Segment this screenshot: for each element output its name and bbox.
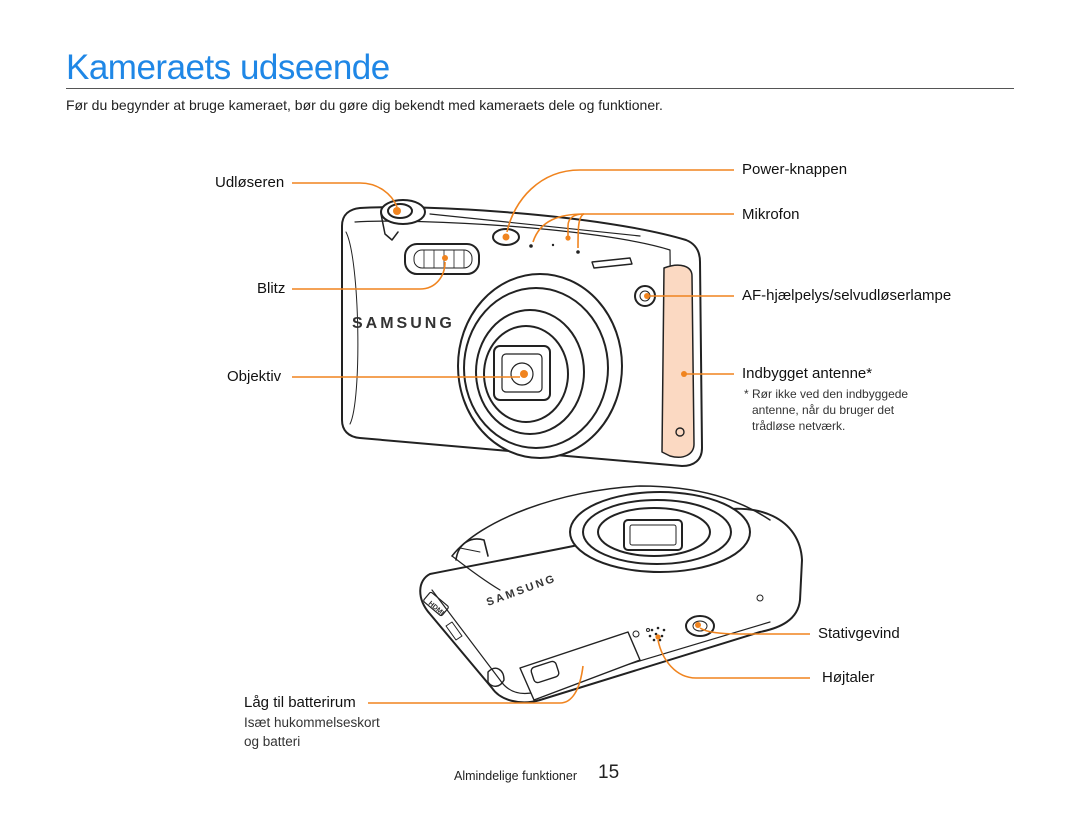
callout-power bbox=[506, 169, 734, 233]
callout-lines bbox=[292, 169, 810, 704]
antenna-note-line-1: * Rør ikke ved den indbyggede bbox=[744, 387, 909, 401]
battery-note-line-2: og batteri bbox=[244, 734, 301, 749]
label-power: Power-knappen bbox=[742, 161, 848, 178]
footer-section: Almindelige funktioner bbox=[454, 769, 577, 783]
battery-note: Isæt hukommelseskort og batteri bbox=[244, 713, 380, 751]
label-shutter: Udløseren bbox=[215, 174, 285, 191]
callout-dots bbox=[565, 235, 687, 377]
speaker-grille bbox=[648, 626, 666, 642]
front-camera bbox=[341, 199, 703, 467]
antenna-note-line-2: antenne, når du bruger det bbox=[752, 403, 895, 417]
battery-note-line-1: Isæt hukommelseskort bbox=[244, 715, 380, 730]
label-tripod: Stativgevind bbox=[818, 625, 900, 642]
label-lens: Objektiv bbox=[227, 368, 282, 385]
label-speaker: Højtaler bbox=[822, 669, 875, 686]
callout-shutter bbox=[292, 182, 398, 208]
bottom-camera bbox=[419, 485, 803, 704]
callout-battery bbox=[368, 665, 584, 704]
callout-tripod bbox=[699, 627, 810, 635]
label-microphone: Mikrofon bbox=[742, 206, 800, 223]
label-antenna: Indbygget antenne* bbox=[742, 365, 873, 382]
label-flash: Blitz bbox=[257, 280, 286, 297]
antenna-note-line-3: trådløse netværk. bbox=[752, 419, 846, 433]
label-af-lamp: AF-hjælpelys/selvudløserlampe bbox=[742, 287, 952, 304]
intro-text: Før du begynder at bruge kameraet, bør d… bbox=[66, 97, 663, 113]
antenna-note: * Rør ikke ved den indbyggede antenne, n… bbox=[744, 386, 908, 434]
callout-flash bbox=[292, 261, 446, 290]
page-title: Kameraets udseende bbox=[66, 48, 390, 87]
title-rule bbox=[66, 88, 1014, 89]
page-number: 15 bbox=[598, 762, 620, 783]
front-brand-logo: SAMSUNG bbox=[352, 315, 455, 332]
callout-speaker bbox=[657, 639, 810, 679]
label-battery-cover: Låg til batterirum bbox=[244, 694, 356, 711]
